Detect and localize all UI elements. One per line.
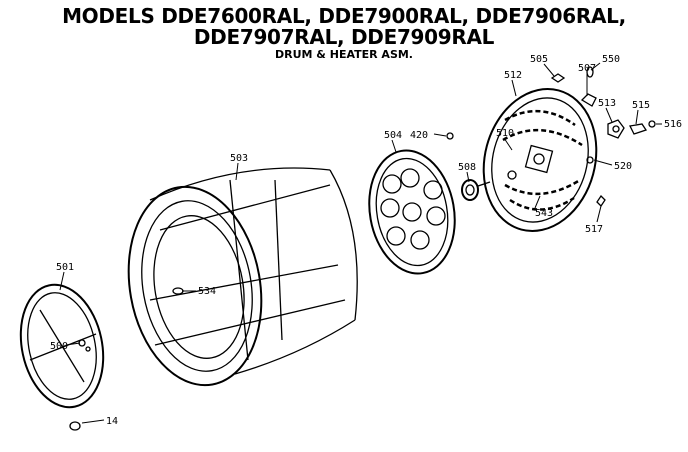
callout-503: 503: [230, 153, 248, 164]
callout-543: 543: [535, 208, 553, 219]
callout-513: 513: [598, 98, 616, 109]
drum: [127, 167, 358, 387]
callout-515: 515: [632, 100, 650, 111]
drum-rear-panel: [368, 149, 456, 275]
callout-420: 420: [410, 130, 428, 141]
callout-504: 504: [384, 130, 402, 141]
callout-550: 550: [602, 54, 620, 65]
callout-507: 507: [578, 63, 596, 74]
callout-516: 516: [664, 119, 682, 130]
models-title-line1: MODELS DDE7600RAL, DDE7900RAL, DDE7906RA…: [62, 4, 626, 28]
callout-512: 512: [504, 70, 522, 81]
callout-500: 500: [50, 341, 68, 352]
callout-520: 520: [614, 161, 632, 172]
assembly-subtitle: DRUM & HEATER ASM.: [275, 48, 413, 61]
callout-14: 14: [106, 416, 118, 427]
callout-517: 517: [585, 224, 603, 235]
heater-back-plate: [482, 88, 598, 232]
leader-lines: [59, 62, 662, 424]
callout-534: 534: [198, 286, 216, 297]
callout-508: 508: [458, 162, 476, 173]
callout-501: 501: [56, 262, 74, 273]
models-title-line2: DDE7907RAL, DDE7909RAL: [193, 25, 495, 49]
callout-510: 510: [496, 128, 514, 139]
hardware-parts: [69, 66, 656, 431]
callout-505: 505: [530, 54, 548, 65]
